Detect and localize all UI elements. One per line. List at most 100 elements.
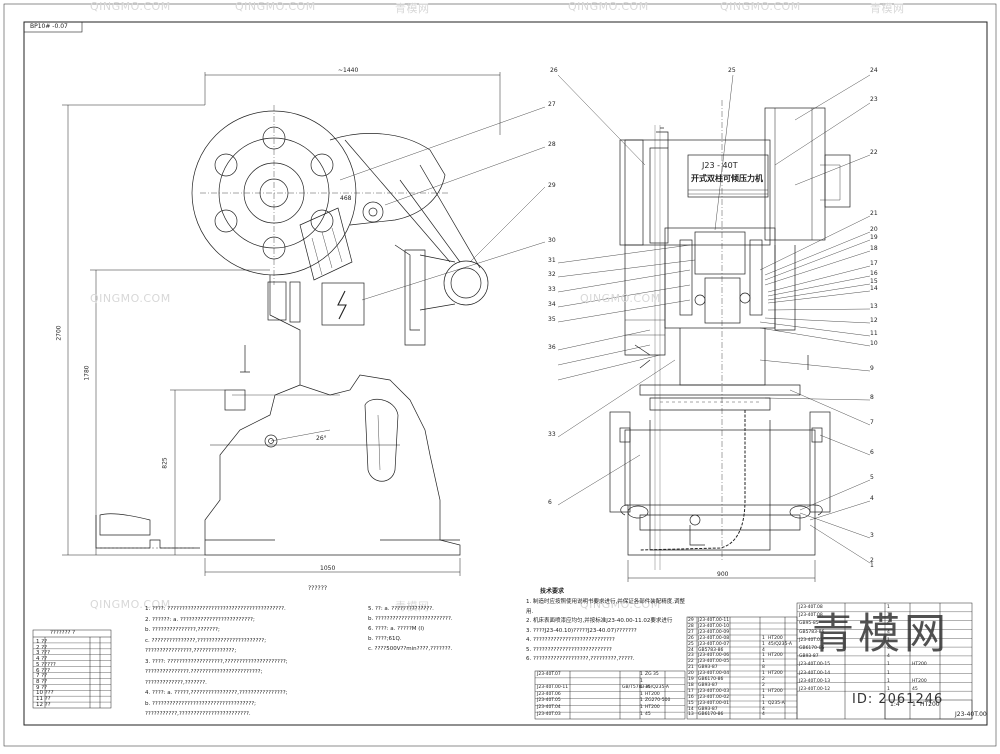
bom-cell: 1 xyxy=(640,672,643,677)
bom-cell: GB/T5783-M xyxy=(622,685,650,691)
callout-label: 32 xyxy=(548,271,556,278)
side-view xyxy=(62,72,546,576)
drawing-frame xyxy=(23,21,988,726)
bom-cell: 23 xyxy=(688,653,694,659)
note-line: b. ???????????????,???????; xyxy=(145,627,220,633)
bom-cell: 1 xyxy=(762,659,765,665)
bom-cell: HT200 xyxy=(768,688,783,694)
bom-cell: J23-40T.00-02 xyxy=(698,694,730,700)
bom-cell: HT200 xyxy=(768,653,783,659)
legend-rows xyxy=(33,642,111,703)
legend-row: 12 ?? xyxy=(36,701,51,708)
legend-row: 9 ?? xyxy=(36,684,48,691)
bom-cell: 22 xyxy=(688,659,694,665)
callout-label: 19 xyxy=(870,234,878,241)
bom-cell: 1 xyxy=(887,605,890,610)
tech-title: 技术要求 xyxy=(540,588,565,595)
watermark-label: 青模网 xyxy=(395,2,430,15)
bom-cell: 45/Q235-A xyxy=(768,641,792,647)
bom-cell: 1 xyxy=(762,641,765,647)
callout-label: 2 xyxy=(870,557,874,564)
bom-cell: 4 xyxy=(762,706,765,712)
bom-cell: 29 xyxy=(688,618,694,623)
bom-cell: 4 xyxy=(887,621,890,627)
bom-cell: 27 xyxy=(688,629,694,635)
bom-cell: GB5783-86 xyxy=(799,629,825,635)
watermark-text: QINGMO.COM xyxy=(90,0,171,13)
dim-angle: 26° xyxy=(316,435,327,442)
bom-cell: GB93-87 xyxy=(799,654,819,660)
drawing-number-tl: BP10# -0.07 xyxy=(30,23,68,30)
callout-label: 6 xyxy=(548,499,552,506)
watermark-text: QINGMO.COM xyxy=(90,292,171,305)
motor xyxy=(443,260,489,306)
title-material: HT200 xyxy=(920,701,940,708)
note-line: ???????????,????????????????????????. xyxy=(145,711,251,717)
bom-cell: J23-40T.00-07 xyxy=(698,641,730,647)
bom-cell: 2 xyxy=(762,677,765,682)
dim-depth-bottom: 1050 xyxy=(320,565,336,572)
bom-cell: GB6170-86 xyxy=(698,677,724,682)
legend-title: ??????? ? xyxy=(50,630,76,636)
callout-label: 17 xyxy=(870,260,878,267)
drawing-number-br: J23-40T.00 xyxy=(955,711,987,718)
bom-lower-rows xyxy=(535,677,685,713)
title-scale: 1:4 xyxy=(890,701,900,708)
bom-cell: J23-40T.00-15 xyxy=(799,662,831,668)
nameplate-model: J23 - 40T xyxy=(702,161,738,170)
callout-label: 3 xyxy=(870,532,874,539)
bom-mid-rows xyxy=(687,622,797,714)
bom-cell: Q235-A xyxy=(768,700,785,706)
bom-cell: GB95-85 xyxy=(799,621,819,627)
note-line: 1. ????: ???????????????????????????????… xyxy=(145,606,286,612)
bom-cell: J23-40T.00-14 xyxy=(799,670,831,676)
bom-cell: 1 xyxy=(762,635,765,641)
note-line: 6. ????: a. ?????M (I) xyxy=(368,626,425,632)
legend-row: 1 ?? xyxy=(36,639,48,645)
bom-cell: 1 xyxy=(887,662,890,668)
bom-cell: 8 xyxy=(762,665,765,671)
callout-label: 33 xyxy=(548,286,556,293)
note-line: ?????????????,???????. xyxy=(145,679,207,686)
dim-radius: 468 xyxy=(340,195,352,202)
legend-row: 7 ?? xyxy=(36,673,48,680)
bom-cell: 19 xyxy=(688,677,694,682)
bom-cell: 28 xyxy=(688,623,694,629)
watermark-text: QINGMO.COM xyxy=(90,598,171,611)
bom-cell: J23-40T.07 xyxy=(537,672,561,677)
bom-right-lines xyxy=(796,602,973,720)
bom-cell: J23-40T.00-05 xyxy=(698,659,730,665)
dim-front-width: 900 xyxy=(717,571,729,578)
watermark-text: QINGMO.COM xyxy=(720,0,801,13)
callout-label: 24 xyxy=(870,67,878,74)
bom-cell: 4 xyxy=(887,654,890,660)
title-sheet: 1 xyxy=(912,701,916,708)
note-line: c. ???????????????,?????????????????????… xyxy=(145,637,267,644)
bom-cell: ZG270-500 xyxy=(645,698,671,704)
site-logo: 青模网 xyxy=(812,609,951,658)
bom-cell: GB93-87 xyxy=(698,682,718,688)
callout-label: 16 xyxy=(870,270,878,277)
electrical-box xyxy=(321,282,365,326)
bom-cell: 17 xyxy=(688,688,694,694)
nameplate xyxy=(687,154,769,198)
callout-label: 35 xyxy=(548,316,556,323)
legend-row: 8 ?? xyxy=(36,678,48,685)
callout-label: 18 xyxy=(870,245,878,252)
watermark-label: 青模网 xyxy=(395,600,430,613)
watermark-text: QINGMO.COM xyxy=(580,292,661,305)
callout-label: 14 xyxy=(870,285,878,292)
tech-note-line: 用. xyxy=(526,608,534,615)
callout-label: 4 xyxy=(870,495,874,502)
bom-cell: HT200 xyxy=(645,691,660,697)
dim-width-top: ~1440 xyxy=(338,67,359,74)
callout-label: 9 xyxy=(870,365,874,372)
bom-cell: GB6170-86 xyxy=(799,646,825,651)
dim-height-table: 825 xyxy=(161,457,169,469)
drawing-number-box-tl xyxy=(23,21,83,33)
callout-label: 36 xyxy=(548,344,556,351)
note-line: c. ????500V??min????,???????. xyxy=(368,646,453,652)
tech-note-line: 5. ??????????????????????????? xyxy=(526,646,612,653)
bom-cell: 20 xyxy=(688,671,694,677)
bom-cell: 1 xyxy=(640,691,643,697)
